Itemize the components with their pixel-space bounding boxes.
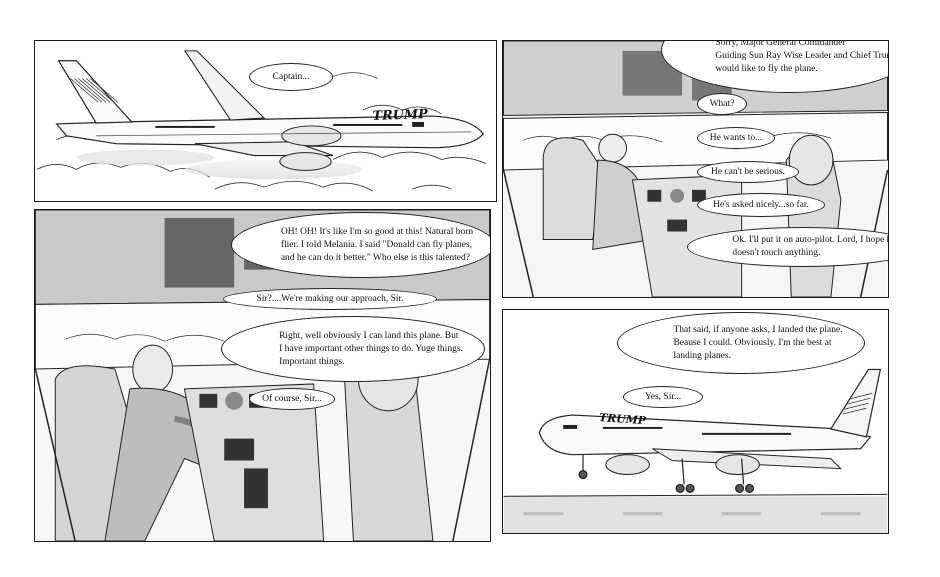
speech-bubble: Ok. I'll put it on auto-pilot. Lord, I h… — [687, 227, 888, 267]
speech-bubble: That said, if anyone asks, I landed the … — [617, 312, 865, 374]
speech-text: He wants to... — [709, 132, 763, 143]
plane-livery-text: TRUMP — [599, 411, 647, 427]
speech-text: OH! OH! It's like I'm so good at this! N… — [280, 226, 474, 263]
comic-panel-3: OH! OH! It's like I'm so good at this! N… — [34, 209, 491, 542]
speech-bubble: Right, well obviously I can land this pl… — [221, 316, 485, 382]
speech-text: Yes, Sir... — [644, 391, 682, 402]
speech-bubble: OH! OH! It's like I'm so good at this! N… — [231, 212, 490, 278]
speech-text: Of course, Sir... — [262, 393, 322, 404]
speech-bubble: Sir?....We're making our approach, Sir. — [223, 288, 437, 310]
speech-bubble: He can't be serious. — [697, 161, 799, 183]
plane-in-clouds-illustration: TRUMP — [36, 50, 487, 192]
speech-text: That said, if anyone asks, I landed the … — [673, 324, 843, 361]
speech-text: Ok. I'll put it on auto-pilot. Lord, I h… — [732, 235, 888, 258]
speech-bubble: Yes, Sir... — [623, 386, 703, 408]
plane-livery-text: TRUMP — [372, 107, 428, 124]
speech-bubble: He wants to... — [697, 127, 775, 149]
speech-bubble: He's asked nicely...so far. — [697, 193, 825, 217]
speech-bubble: Captain... — [249, 63, 333, 91]
comic-panel-2: Captain, Mr. Tru---. What? Oh, right Sor… — [502, 40, 889, 298]
speech-text: He can't be serious. — [711, 166, 785, 177]
speech-text: Captain, Mr. Tru---. What? Oh, right Sor… — [715, 40, 888, 74]
speech-text: Sir?....We're making our approach, Sir. — [256, 293, 404, 304]
speech-bubble: What? — [697, 93, 747, 115]
speech-text: What? — [709, 98, 735, 109]
comic-panel-1: TRUMP Captain... — [34, 40, 497, 202]
speech-text: He's asked nicely...so far. — [713, 199, 809, 210]
speech-text: Right, well obviously I can land this pl… — [279, 330, 463, 367]
speech-text: Captain... — [272, 71, 310, 82]
comic-panel-4: TRUMP That said, if anyone asks, I lande… — [502, 309, 889, 534]
speech-bubble: Of course, Sir... — [249, 388, 335, 410]
